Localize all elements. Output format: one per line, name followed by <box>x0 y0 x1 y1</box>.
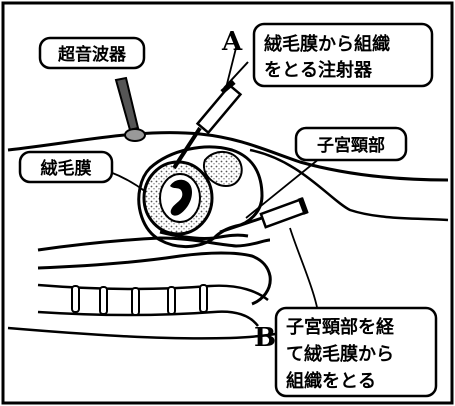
method-a-letter: A <box>221 27 243 57</box>
lower-abdomen-contour <box>249 148 449 222</box>
label-chorion: 絨毛膜 <box>18 150 114 184</box>
placenta-shape <box>202 151 243 188</box>
rectum-upper <box>37 283 269 301</box>
method-a-line1: 絨毛膜から組織 <box>264 33 390 55</box>
label-method-b: 子宮頸部を経 て絨毛膜から 組織をとる <box>274 306 438 398</box>
method-b-line3: 組織をとる <box>286 370 376 392</box>
method-b-line2: て絨毛膜から <box>286 343 394 365</box>
label-method-a: 絨毛膜から組織 をとる注射器 <box>252 22 434 88</box>
syringe-a <box>172 61 249 170</box>
rectum-segments <box>71 284 208 316</box>
method-b-line1: 子宮頸部を経 <box>286 316 395 338</box>
chorion-text: 絨毛膜 <box>41 158 92 179</box>
vagina-lower-wall <box>37 251 272 306</box>
cervix-text: 子宮頸部 <box>317 135 385 156</box>
ultrasound-probe <box>114 76 146 142</box>
embryo <box>170 179 192 216</box>
syringe-b <box>219 197 309 234</box>
method-b-letter: B <box>254 323 276 353</box>
cervical-canal-upper <box>159 230 249 240</box>
ultrasound-text: 超音波器 <box>58 44 127 65</box>
label-cervix: 子宮頸部 <box>294 126 408 162</box>
vagina-upper-wall <box>37 236 271 252</box>
abdomen-contour <box>7 131 449 182</box>
label-ultrasound: 超音波器 <box>38 36 146 70</box>
rectum-lower <box>37 310 259 327</box>
method-a-line2: をとる注射器 <box>264 59 373 81</box>
